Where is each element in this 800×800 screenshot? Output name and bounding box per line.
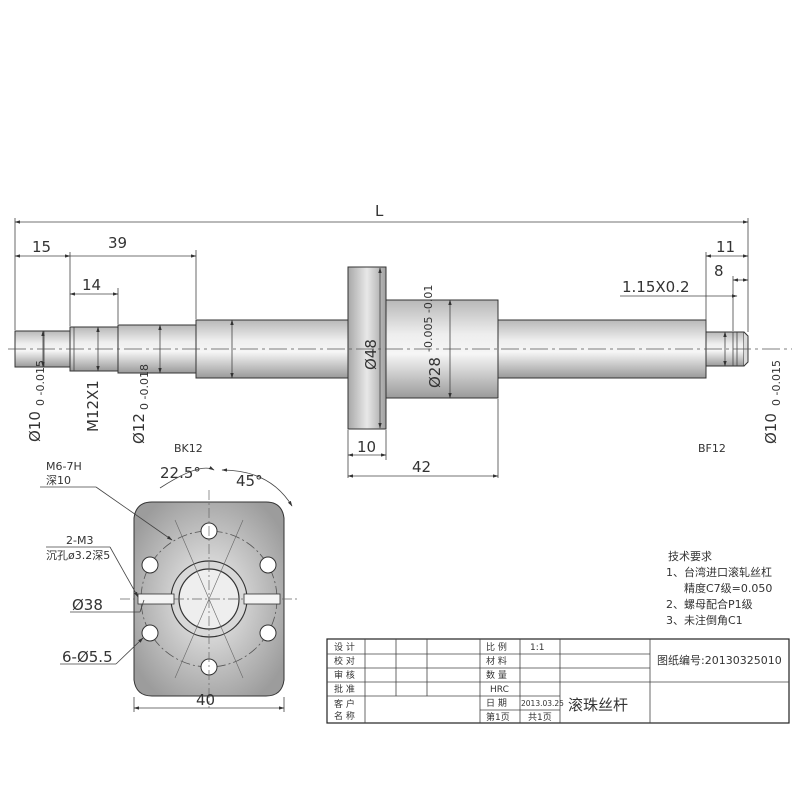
tb-customer-2: 名 称	[334, 710, 355, 722]
tb-part-name: 滚珠丝杆	[568, 696, 628, 714]
dim-8: 8	[714, 262, 724, 280]
label-m3-note: 沉孔ø3.2深5	[46, 549, 110, 562]
tb-material-label: 材 料	[486, 655, 507, 667]
tb-drawing-number: 图纸编号:20130325010	[657, 653, 782, 667]
tb-design: 设 计	[334, 641, 355, 653]
tb-review: 审 核	[334, 669, 355, 681]
tech-title: 技术要求	[668, 550, 712, 563]
dim-15: 15	[32, 238, 51, 256]
tb-date-value: 2013.03.25	[521, 699, 564, 708]
dim-39: 39	[108, 234, 127, 252]
dia-bearing: Ø12	[130, 413, 148, 444]
tb-hrc: HRC	[490, 685, 509, 695]
tb-pages: 共1页	[528, 712, 552, 723]
dia-flange: Ø48	[362, 339, 380, 370]
dia-right-shaft: Ø10	[762, 413, 780, 444]
mounting-holes	[141, 522, 277, 676]
label-bf12: BF12	[698, 442, 726, 455]
tb-scale-value: 1:1	[530, 643, 544, 653]
dimension-lines	[14, 218, 749, 478]
tech-requirements: 技术要求 1、台湾进口滚轧丝杠 精度C7级=0.050 2、螺母配合P1级 3、…	[666, 550, 772, 627]
dia-left-shaft-tol: 0 -0.015	[34, 360, 47, 406]
flange-labels: M6-7H 深10 2-M3 沉孔ø3.2深5 Ø38 6-Ø5.5 22.5°…	[46, 460, 263, 709]
tech-line-3: 2、螺母配合P1级	[666, 597, 753, 611]
dia-bearing-tol: 0 -0.018	[138, 364, 151, 410]
dia-nut: Ø28	[426, 357, 444, 388]
tb-check: 校 对	[334, 655, 355, 667]
dim-L: L	[375, 202, 384, 220]
title-block: 设 计 校 对 审 核 批 准 客 户 名 称 比 例 1:1 材 料 数 量 …	[326, 638, 790, 724]
dimension-labels: L 15 39 14 11 8 1.15X0.2 10 42	[32, 202, 735, 476]
label-holes: 6-Ø5.5	[62, 648, 113, 666]
label-m6: M6-7H	[46, 460, 82, 473]
dia-right-shaft-tol: 0 -0.015	[770, 360, 783, 406]
diameter-labels: Ø10 0 -0.015 M12X1 Ø12 0 -0.018 Ø48 Ø28 …	[26, 285, 783, 444]
screw-side-view	[8, 266, 792, 430]
tb-quantity-label: 数 量	[486, 669, 507, 681]
label-m6-depth: 深10	[46, 474, 71, 487]
tb-customer-1: 客 户	[334, 698, 355, 710]
label-bk12: BK12	[174, 442, 203, 455]
tb-date-label: 日 期	[486, 698, 507, 709]
dim-flange-width: 10	[357, 438, 376, 456]
dim-14: 14	[82, 276, 101, 294]
tb-approve: 批 准	[334, 683, 355, 695]
label-pcd: Ø38	[72, 596, 103, 614]
tb-page: 第1页	[486, 711, 510, 723]
dim-11: 11	[716, 238, 735, 256]
dia-thread: M12X1	[84, 380, 102, 432]
label-m3: 2-M3	[66, 534, 93, 547]
tech-line-2: 精度C7级=0.050	[684, 581, 772, 595]
dim-flange-width-40: 40	[196, 691, 215, 709]
label-angle-22: 22.5°	[160, 464, 201, 482]
label-angle-45: 45°	[236, 472, 263, 490]
dim-nut-length: 42	[412, 458, 431, 476]
dim-chamfer: 1.15X0.2	[622, 278, 690, 296]
tb-scale-label: 比 例	[486, 641, 507, 653]
flange-front-view	[40, 466, 298, 712]
dia-left-shaft: Ø10	[26, 411, 44, 442]
dia-nut-tol: -0.005 -0.01	[422, 285, 435, 352]
tech-line-1: 1、台湾进口滚轧丝杠	[666, 565, 772, 579]
tech-line-4: 3、未注倒角C1	[666, 613, 743, 627]
